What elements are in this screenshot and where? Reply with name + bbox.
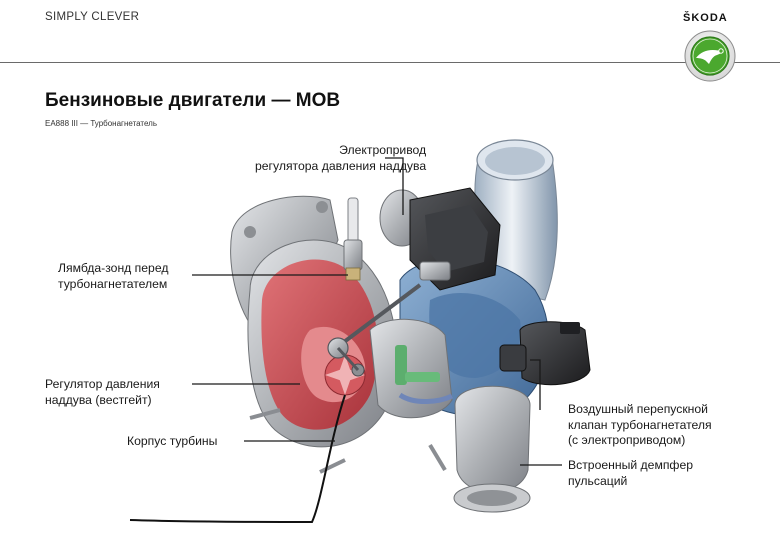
callout-bypass-valve: Воздушный перепускной клапан турбонагнет… <box>568 402 712 449</box>
hand-drawn-annotation-line <box>129 394 346 524</box>
callout-wastegate-line1: Регулятор давления <box>45 377 160 391</box>
callout-damper-line1: Встроенный демпфер <box>568 458 694 472</box>
callout-lambda-line1: Лямбда-зонд перед <box>58 261 169 275</box>
callout-actuator-line1: Электропривод <box>339 143 427 157</box>
callout-bypass-line2: клапан турбонагнетателя <box>568 417 712 432</box>
leader-lines <box>192 157 562 466</box>
bypass-valve-actuator <box>499 321 591 386</box>
leader-actuator <box>385 157 404 215</box>
mounting-studs <box>249 408 447 474</box>
callout-wastegate: Регулятор давления наддува (вестгейт) <box>45 377 160 408</box>
page-title: Бензиновые двигатели — MOB <box>45 90 341 111</box>
wastegate-linkage <box>327 283 422 377</box>
callout-bypass-line3: (с электроприводом) <box>568 433 686 447</box>
lambda-sensor <box>343 197 363 281</box>
wastegate-actuator <box>379 187 501 291</box>
header-divider <box>0 62 780 63</box>
callout-bypass-line1: Воздушный перепускной <box>568 402 708 416</box>
center-housing <box>369 318 454 419</box>
callout-lambda-sensor: Лямбда-зонд перед турбонагнетателем <box>58 261 168 292</box>
skoda-logo-icon <box>684 30 736 82</box>
callout-wastegate-line2: наддува (вестгейт) <box>45 392 152 407</box>
callout-actuator-line2: регулятора давления наддува <box>255 158 427 173</box>
callout-damper-line2: пульсаций <box>568 473 628 488</box>
pulsation-damper <box>453 385 531 513</box>
callout-actuator: Электропривод регулятора давления наддув… <box>255 143 426 174</box>
page-subtitle: EA888 III — Турбонагнетатель <box>45 119 158 128</box>
callout-pulsation-damper: Встроенный демпфер пульсаций <box>568 458 693 489</box>
leader-bypass <box>530 359 541 410</box>
callout-turbine-housing: Корпус турбины <box>127 434 218 448</box>
brand-name: ŠKODA <box>683 12 728 24</box>
header-slogan: SIMPLY CLEVER <box>45 11 140 23</box>
callout-lambda-line2: турбонагнетателем <box>58 276 168 291</box>
